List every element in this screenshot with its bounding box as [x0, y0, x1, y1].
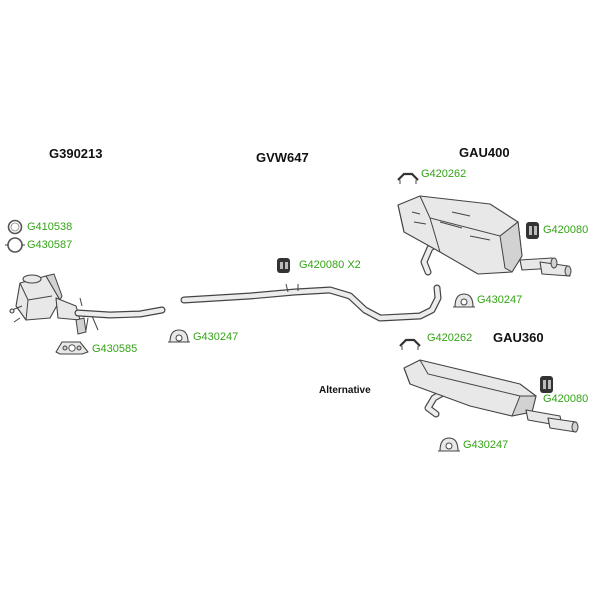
flange-gasket-icon [55, 341, 89, 355]
heading-middle-section: GVW647 [256, 150, 309, 165]
rubber-hanger-icon [168, 329, 190, 343]
bracket-icon [399, 338, 421, 350]
part-code-clamp-ring-2[interactable]: G430587 [27, 239, 73, 251]
rubber-hanger-icon [453, 293, 475, 308]
bracket-icon [397, 172, 419, 184]
part-code-mid-rubber[interactable]: G420080 X2 [299, 259, 361, 271]
part-code-clamp-ring-1[interactable]: G410538 [27, 221, 73, 233]
ring-clamp-icon [5, 237, 25, 253]
catalytic-converter-assembly [9, 273, 166, 335]
middle-pipe [180, 283, 442, 322]
part-code-gasket[interactable]: G430585 [92, 343, 138, 355]
part-code-front-hanger[interactable]: G430247 [193, 331, 239, 343]
heading-rear-main: GAU400 [459, 145, 510, 160]
rubber-mount-icon [540, 376, 553, 393]
alternative-label: Alternative [319, 385, 371, 396]
rubber-mount-icon [526, 222, 539, 239]
rear-silencer-gau400 [397, 195, 572, 277]
heading-rear-alternative: GAU360 [493, 330, 544, 345]
part-code-main-hanger[interactable]: G430247 [477, 294, 523, 306]
rear-silencer-gau360 [403, 359, 579, 433]
rubber-mount-icon [277, 258, 290, 273]
part-code-alt-bracket[interactable]: G420262 [427, 332, 473, 344]
part-code-main-bracket[interactable]: G420262 [421, 168, 467, 180]
part-code-main-rubber[interactable]: G420080 [543, 224, 589, 236]
part-code-alt-rubber[interactable]: G420080 [543, 393, 589, 405]
heading-front-section: G390213 [49, 146, 103, 161]
part-code-alt-hanger[interactable]: G430247 [463, 439, 509, 451]
ring-clamp-icon [7, 219, 23, 235]
rubber-hanger-icon [438, 437, 460, 452]
